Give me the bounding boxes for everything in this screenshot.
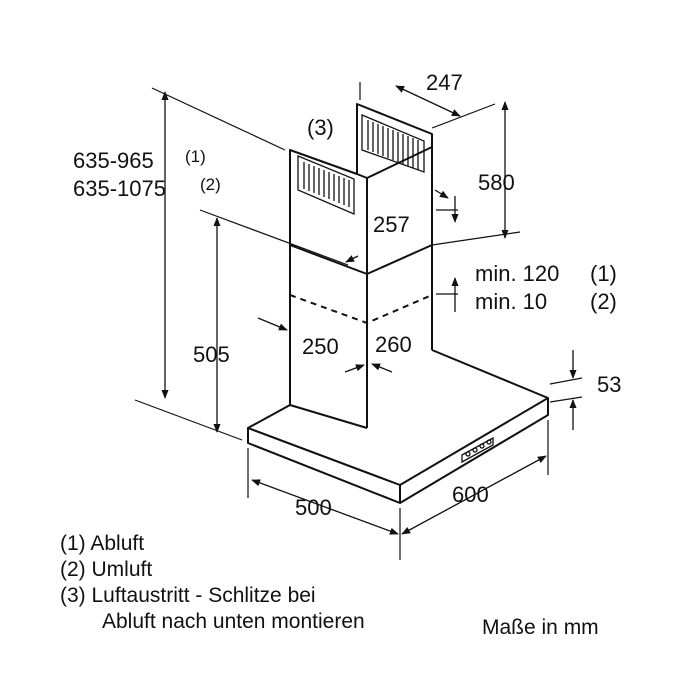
air-outlet-slots-right xyxy=(361,114,425,173)
upper-chimney-front-edge xyxy=(356,173,368,274)
units-note: Maße in mm xyxy=(482,616,599,639)
lower-chimney-width-label: 250 xyxy=(302,334,339,359)
dim-line-600 xyxy=(401,455,547,535)
overall-height-note-2: (2) xyxy=(200,175,221,194)
dim-line-250 xyxy=(257,317,288,331)
canopy-thickness-label: 53 xyxy=(597,372,621,397)
overlap-note-1: (1) xyxy=(590,261,617,286)
dim-line-247 xyxy=(395,85,461,117)
overlap-label-1: min. 120 xyxy=(475,261,559,286)
overlap-note-2: (2) xyxy=(590,289,617,314)
upper-chimney-outline xyxy=(289,103,433,245)
legend-item-1: (1) Abluft xyxy=(60,532,144,555)
upper-chimney-depth-label: 257 xyxy=(373,212,410,237)
dimension-lines xyxy=(161,85,577,535)
canopy-depth-label: 500 xyxy=(295,495,332,520)
chimney-width-top-label: 247 xyxy=(426,70,463,95)
dim-line-260-b xyxy=(371,363,393,373)
overall-height-note-1: (1) xyxy=(185,147,206,166)
dim-line-500 xyxy=(251,479,399,535)
upper-chimney-seam xyxy=(366,146,433,179)
legend-item-2: (2) Umluft xyxy=(60,558,152,581)
overall-height-label-2: 635-1075 xyxy=(73,176,166,201)
lower-chimney-depth-label: 260 xyxy=(375,332,412,357)
chimney-overlap-dashed-line xyxy=(289,294,433,325)
legend-item-3-continued: Abluft nach unten montieren xyxy=(102,610,365,633)
chimney-outlet-ref-label: (3) xyxy=(307,115,334,140)
canopy-front-face xyxy=(247,428,401,504)
extension-lines xyxy=(134,82,583,560)
dim-line-257-a xyxy=(434,189,449,199)
air-outlet-slots-left xyxy=(297,155,355,215)
overlap-label-2: min. 10 xyxy=(475,289,547,314)
canopy-to-chimney-height-label: 505 xyxy=(193,342,230,367)
lower-chimney-outline xyxy=(289,244,433,405)
canopy-top-outline xyxy=(247,349,549,486)
dim-line-260 xyxy=(344,364,365,373)
upper-chimney-height-label: 580 xyxy=(478,170,515,195)
legend-item-3: (3) Luftaustritt - Schlitze bei xyxy=(60,584,316,607)
canopy-width-label: 600 xyxy=(452,482,489,507)
overall-height-label-1: 635-965 xyxy=(73,148,154,173)
dim-line-257-b xyxy=(345,255,359,263)
